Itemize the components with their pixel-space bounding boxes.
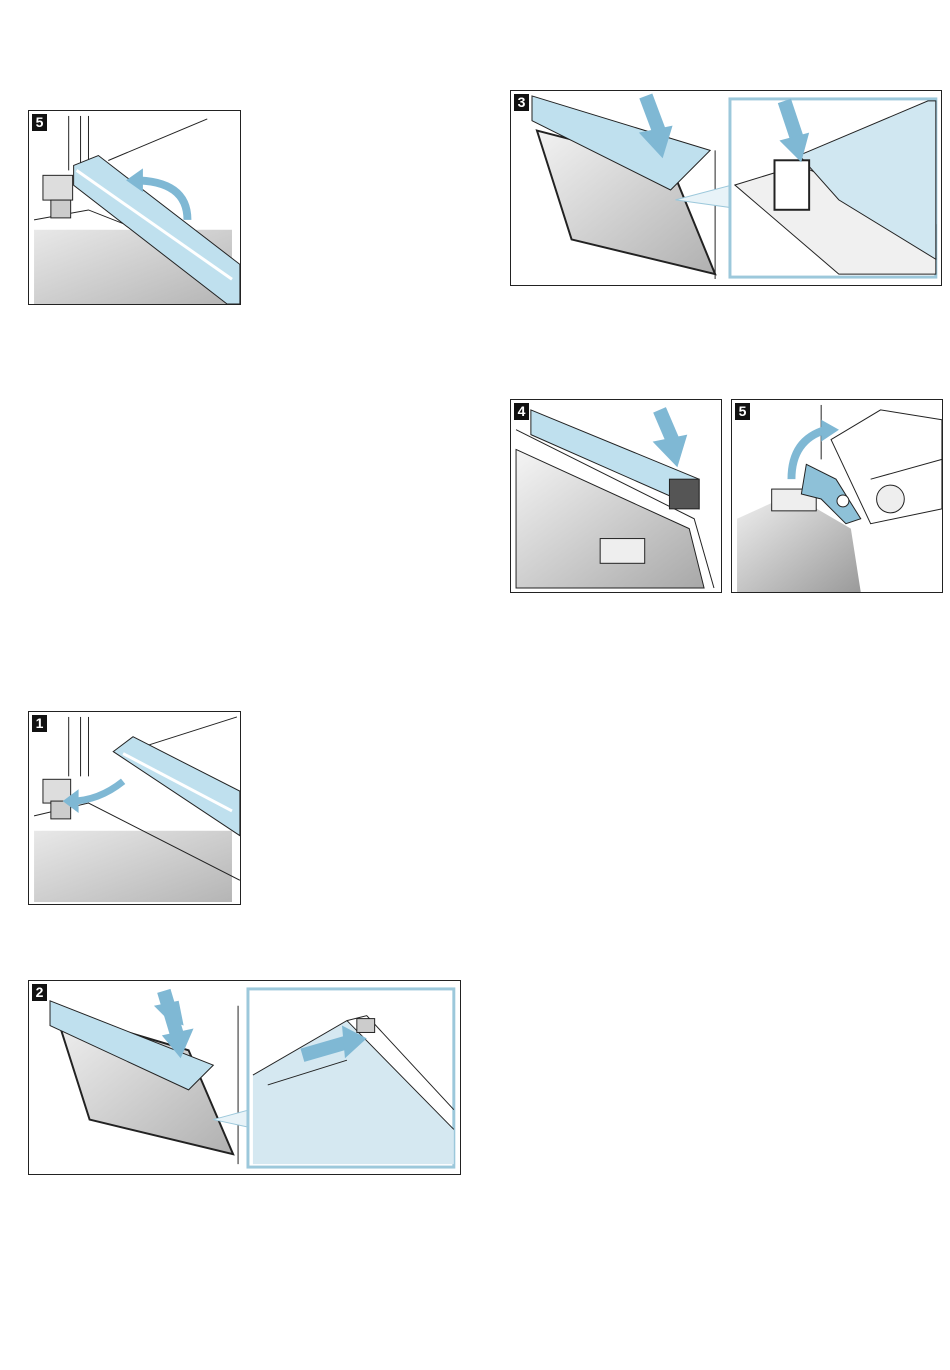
illustration-attach-door-strip bbox=[511, 400, 721, 592]
figure-step-5-left: 5 bbox=[28, 110, 241, 305]
figure-step-1-left: 1 bbox=[28, 711, 241, 905]
figure-step-2-left: 2 bbox=[28, 980, 461, 1175]
figure-step-4-right: 4 bbox=[510, 399, 722, 593]
step-number-badge: 4 bbox=[514, 403, 529, 420]
illustration-insert-inner-glass bbox=[511, 91, 941, 285]
illustration-reattach-cover bbox=[29, 111, 240, 304]
step-number-badge: 5 bbox=[32, 114, 47, 131]
step-number-badge: 1 bbox=[32, 715, 47, 732]
illustration-lock-hinge bbox=[732, 400, 942, 592]
illustration-insert-glass-pane bbox=[29, 981, 460, 1174]
figure-step-5-right: 5 bbox=[731, 399, 943, 593]
figure-step-3-right: 3 bbox=[510, 90, 942, 286]
step-number-badge: 5 bbox=[735, 403, 750, 420]
illustration-remove-cover bbox=[29, 712, 240, 904]
step-number-badge: 3 bbox=[514, 94, 529, 111]
step-number-badge: 2 bbox=[32, 984, 47, 1001]
